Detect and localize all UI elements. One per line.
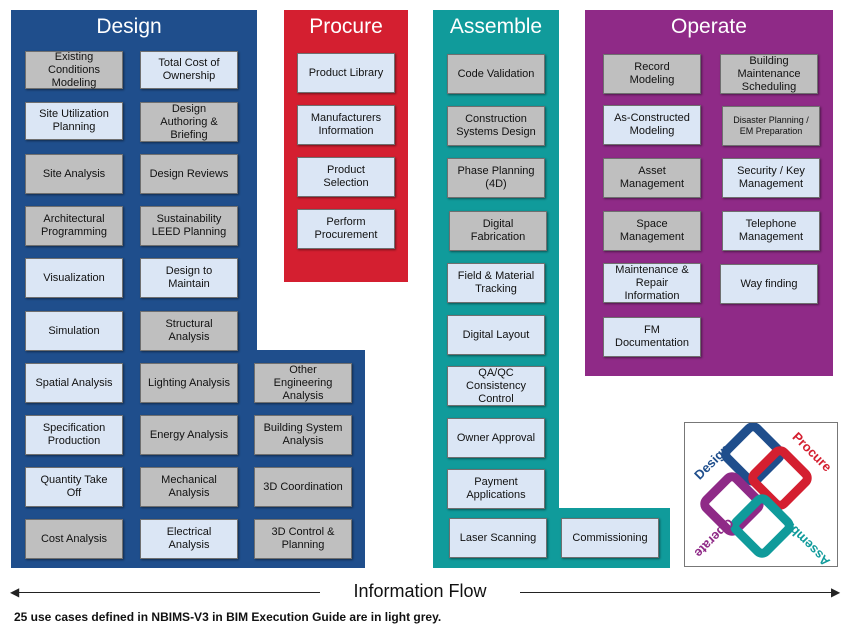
use-case-asset-management: Asset Management xyxy=(603,158,701,198)
use-case-building-maintenance-scheduling: Building Maintenance Scheduling xyxy=(720,54,818,94)
logo-word-assemble: Assemble xyxy=(779,515,833,566)
design-title: Design xyxy=(96,15,162,38)
use-case-energy-analysis: Energy Analysis xyxy=(140,415,238,455)
use-case-disaster-planning-em-preparation: Disaster Planning / EM Preparation xyxy=(722,106,820,146)
use-case-design-reviews: Design Reviews xyxy=(140,154,238,194)
use-case-maintenance-repair-information: Maintenance & Repair Information xyxy=(603,263,701,303)
use-case-cost-analysis: Cost Analysis xyxy=(25,519,123,559)
use-case-site-analysis: Site Analysis xyxy=(25,154,123,194)
logo-word-operate: Operate xyxy=(692,516,737,561)
left-arrow-icon: ◀ xyxy=(10,585,20,599)
use-case-spatial-analysis: Spatial Analysis xyxy=(25,363,123,403)
use-case-other-engineering-analysis: Other Engineering Analysis xyxy=(254,363,352,403)
use-case-site-utilization-planning: Site Utilization Planning xyxy=(25,102,123,140)
logo-ring-operate xyxy=(700,472,764,536)
use-case-laser-scanning: Laser Scanning xyxy=(449,518,547,558)
use-case-specification-production: Specification Production xyxy=(25,415,123,455)
use-case-design-to-maintain: Design to Maintain xyxy=(140,258,238,298)
use-case-commissioning: Commissioning xyxy=(561,518,659,558)
use-case-product-selection: Product Selection xyxy=(297,157,395,197)
use-case-owner-approval: Owner Approval xyxy=(447,418,545,458)
use-case-3d-coordination: 3D Coordination xyxy=(254,467,352,507)
use-case-qa-qc-consistency-control: QA/QC Consistency Control xyxy=(447,366,545,406)
logo-ring-assemble xyxy=(730,494,794,558)
use-case-construction-systems-design: Construction Systems Design xyxy=(447,106,545,146)
use-case-payment-applications: Payment Applications xyxy=(447,469,545,509)
right-arrow-icon: ▶ xyxy=(831,585,841,599)
use-case-quantity-take-off: Quantity Take Off xyxy=(25,467,123,507)
use-case-digital-fabrication: Digital Fabrication xyxy=(449,211,547,251)
use-case-lighting-analysis: Lighting Analysis xyxy=(140,363,238,403)
use-case-existing-conditions-modeling: Existing Conditions Modeling xyxy=(25,51,123,89)
bim-logo-graphic: Design Procure Assemble Operate xyxy=(691,422,835,569)
use-case-way-finding: Way finding xyxy=(720,264,818,304)
footnote: 25 use cases defined in NBIMS-V3 in BIM … xyxy=(14,610,442,624)
bim-logo: Design Procure Assemble Operate xyxy=(684,422,838,569)
use-case-building-system-analysis: Building System Analysis xyxy=(254,415,352,455)
use-case-phase-planning-4d: Phase Planning (4D) xyxy=(447,158,545,198)
use-case-product-library: Product Library xyxy=(297,53,395,93)
information-flow-label: Information Flow xyxy=(320,580,520,602)
use-case-architectural-programming: Architectural Programming xyxy=(25,206,123,246)
use-case-code-validation: Code Validation xyxy=(447,54,545,94)
use-case-simulation: Simulation xyxy=(25,311,123,351)
use-case-record-modeling: Record Modeling xyxy=(603,54,701,94)
use-case-total-cost-of-ownership: Total Cost of Ownership xyxy=(140,51,238,89)
use-case-security-key-management: Security / Key Management xyxy=(722,158,820,198)
use-case-mechanical-analysis: Mechanical Analysis xyxy=(140,467,238,507)
use-case-sustainability-leed-planning: Sustainability LEED Planning xyxy=(140,206,238,246)
operate-title: Operate xyxy=(671,15,747,38)
use-case-structural-analysis: Structural Analysis xyxy=(140,311,238,351)
logo-ring-procure xyxy=(748,446,812,510)
use-case-digital-layout: Digital Layout xyxy=(447,315,545,355)
use-case-space-management: Space Management xyxy=(603,211,701,251)
assemble-title: Assemble xyxy=(449,15,543,38)
use-case-visualization: Visualization xyxy=(25,258,123,298)
use-case-design-authoring-briefing: Design Authoring & Briefing xyxy=(140,102,238,142)
use-case-electrical-analysis: Electrical Analysis xyxy=(140,519,238,559)
use-case-fm-documentation: FM Documentation xyxy=(603,317,701,357)
use-case-manufacturers-information: Manufacturers Information xyxy=(297,105,395,145)
use-case-telephone-management: Telephone Management xyxy=(722,211,820,251)
use-case-perform-procurement: Perform Procurement xyxy=(297,209,395,249)
use-case-field-material-tracking: Field & Material Tracking xyxy=(447,263,545,303)
procure-title: Procure xyxy=(309,15,383,38)
use-case-as-constructed-modeling: As-Constructed Modeling xyxy=(603,105,701,145)
use-case-3d-control-planning: 3D Control & Planning xyxy=(254,519,352,559)
logo-ring-design xyxy=(721,422,785,486)
